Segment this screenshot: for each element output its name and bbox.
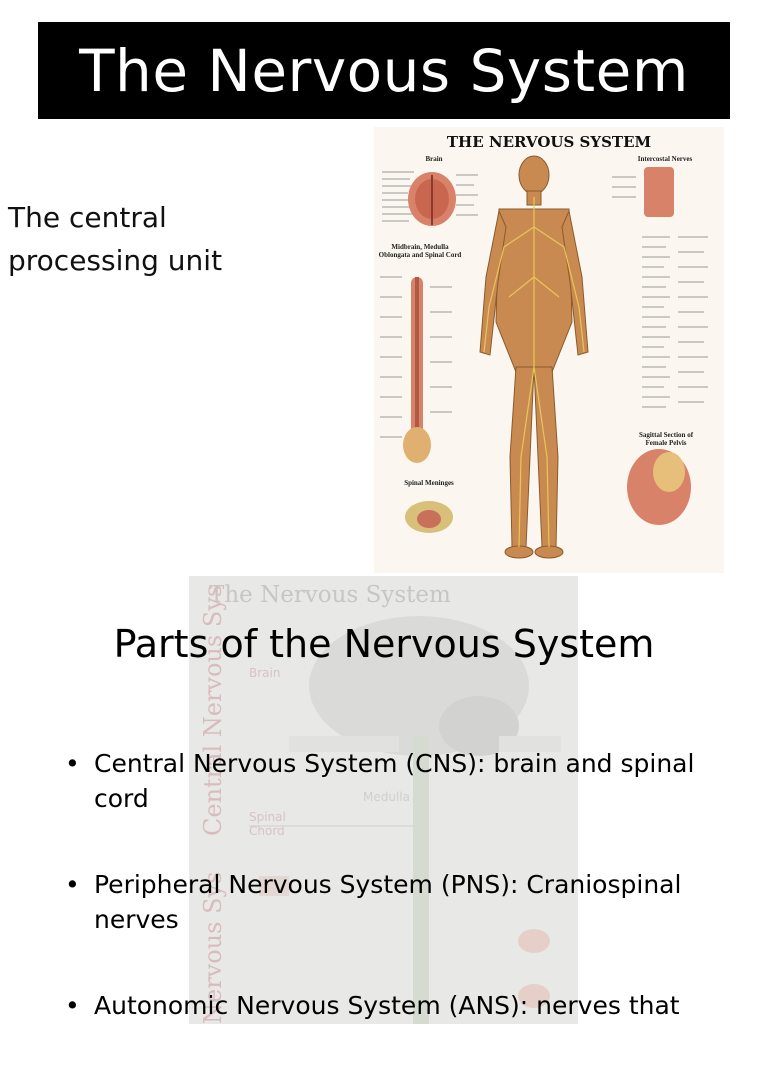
poster-label-midbrain: Midbrain, Medulla Oblongata and Spinal C… (378, 243, 462, 259)
bullet-dot: • (65, 991, 80, 1020)
parts-heading: Parts of the Nervous System (113, 622, 655, 666)
bullet-dot: • (65, 749, 80, 778)
bullet-list: •Central Nervous System (CNS): brain and… (60, 746, 700, 1074)
poster-label-meninges: Spinal Meninges (404, 479, 454, 487)
faded-label-brain: Brain (249, 666, 281, 680)
faded-diagram-title: The Nervous System (209, 582, 451, 608)
poster-label-pelvis: Sagittal Section of Female Pelvis (638, 431, 694, 447)
poster-label-intercostal: Intercostal Nerves (637, 155, 693, 163)
bullet-dot: • (65, 870, 80, 899)
subtitle-line-2: processing unit (8, 244, 223, 277)
faded-label-spinal-chord: Spinal Chord (249, 810, 286, 838)
poster-title: THE NERVOUS SYSTEM (446, 133, 652, 151)
slide-title: The Nervous System (79, 36, 689, 105)
subtitle: The central processing unit (8, 196, 288, 282)
bullet-item-pns: •Peripheral Nervous System (PNS): Cranio… (60, 867, 700, 937)
faded-brain-diagram (249, 616, 561, 1024)
faded-label-medulla: Medulla (363, 790, 410, 804)
title-bar: The Nervous System (38, 22, 730, 119)
bullet-item-cns: •Central Nervous System (CNS): brain and… (60, 746, 700, 816)
poster-label-brain: Brain (425, 155, 443, 163)
faded-diagram-panel: The Nervous System Central Nervous Sys N… (189, 576, 578, 1024)
subtitle-line-1: The central (8, 201, 167, 234)
anatomy-poster-image: THE NERVOUS SYSTEM (374, 127, 724, 573)
anatomy-illustration (380, 155, 708, 559)
bullet-item-ans: •Autonomic Nervous System (ANS): nerves … (60, 988, 700, 1023)
